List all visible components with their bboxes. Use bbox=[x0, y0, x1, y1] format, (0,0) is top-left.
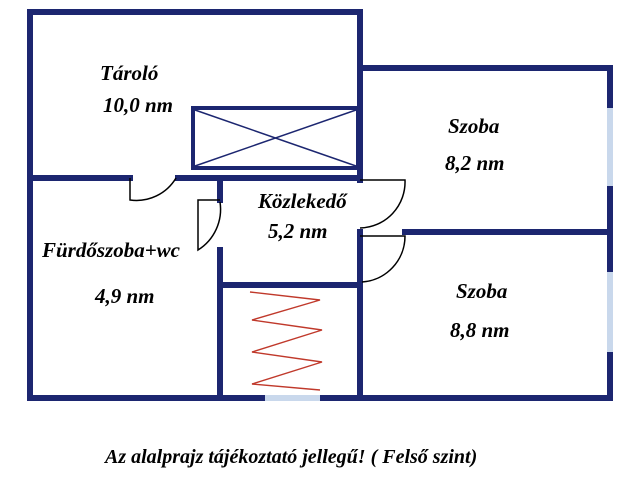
doors bbox=[129, 177, 406, 283]
door-bath bbox=[197, 199, 222, 252]
door-room-bottom bbox=[360, 235, 406, 283]
door-room-top bbox=[359, 179, 406, 229]
plan-caption: Az alalprajz tájékoztató jellegű! ( Fels… bbox=[103, 446, 477, 468]
label-szoba-bottom-name: Szoba bbox=[456, 279, 507, 303]
window-bottom bbox=[265, 395, 320, 401]
label-kozlekedo-area: 5,2 nm bbox=[268, 219, 328, 243]
window-right-top bbox=[607, 108, 613, 186]
label-szoba-top-area: 8,2 nm bbox=[445, 151, 505, 175]
windows bbox=[265, 108, 613, 401]
label-furdoszoba-area: 4,9 nm bbox=[94, 284, 155, 308]
label-kozlekedo-name: Közlekedő bbox=[257, 189, 348, 213]
label-tarolo-name: Tároló bbox=[100, 61, 158, 85]
wall-outer bbox=[27, 9, 613, 401]
walls bbox=[27, 9, 613, 401]
stair-zigzag bbox=[249, 291, 323, 391]
window-right-bottom bbox=[607, 272, 613, 352]
label-furdoszoba-name: Fürdőszoba+wc bbox=[41, 238, 181, 262]
label-szoba-bottom-area: 8,8 nm bbox=[450, 318, 510, 342]
label-tarolo-area: 10,0 nm bbox=[103, 93, 173, 117]
label-szoba-top-name: Szoba bbox=[448, 114, 499, 138]
shaft bbox=[191, 106, 360, 170]
door-storage bbox=[129, 177, 177, 202]
staircase bbox=[224, 289, 356, 394]
